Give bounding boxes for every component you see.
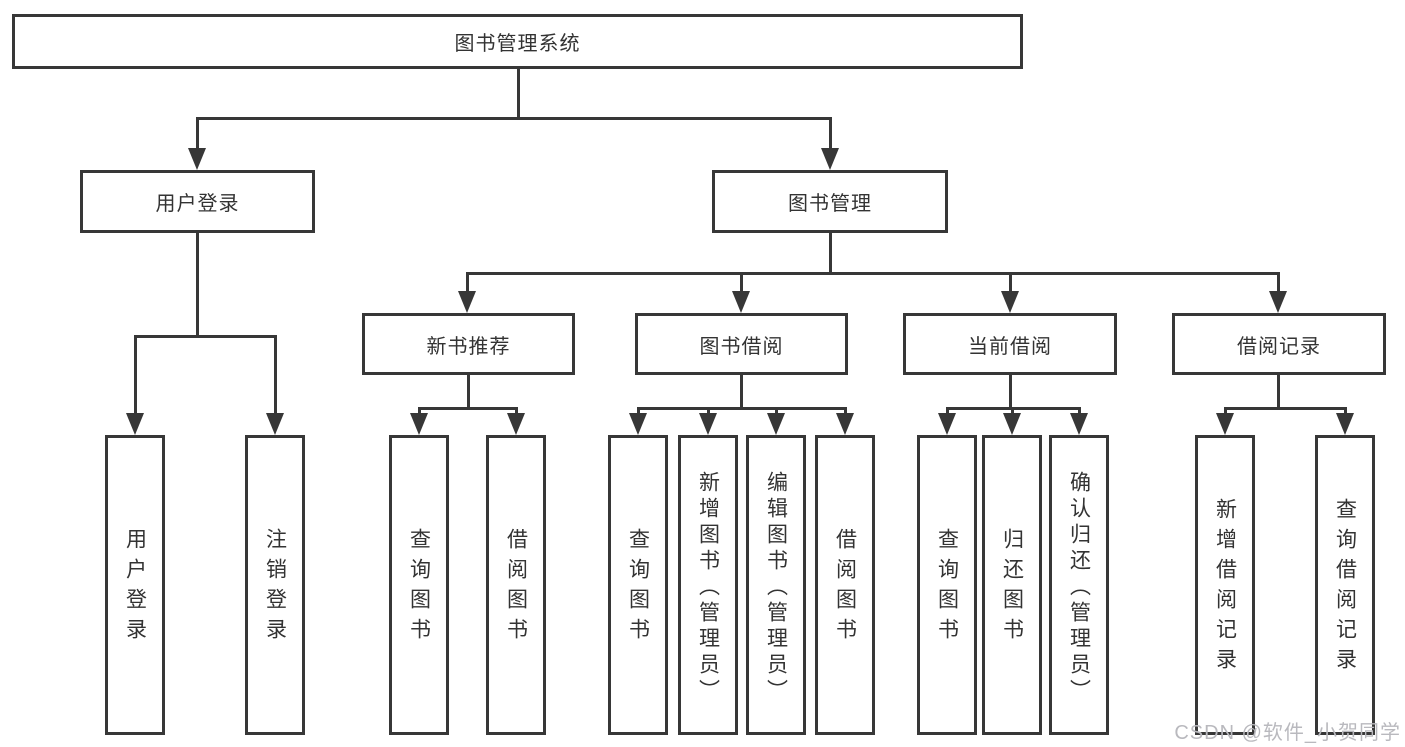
leaf-newbooks-query-books: 查询图书: [389, 435, 449, 735]
leaf-confirm-return-admin-label: 确认归还（管理员）: [1067, 471, 1091, 705]
connector-root-hbar: [196, 117, 832, 120]
connector-bookborrow-leaf3-stem: [775, 407, 778, 417]
leaf-query-borrow-record: 查询借阅记录: [1315, 435, 1375, 735]
connector-new-books-stem: [466, 272, 469, 295]
node-book-management-label: 图书管理: [788, 193, 872, 215]
connector-book-management-stem: [829, 117, 832, 152]
connector-bookborrow-leaf4-stem: [844, 407, 847, 417]
connector-login-hbar: [134, 335, 277, 338]
connector-current-leaf1-stem: [946, 407, 949, 417]
leaf-newbooks-borrow-books-label: 借阅图书: [504, 528, 528, 648]
connector-newbooks-hbar: [418, 407, 518, 410]
node-user-login-label: 用户登录: [155, 193, 240, 215]
connector-bookborrow-leaf2-stem: [707, 407, 710, 417]
leaf-current-query-books: 查询图书: [917, 435, 977, 735]
connector-current-down: [1009, 375, 1012, 407]
node-root-label: 图书管理系统: [454, 33, 581, 55]
connector-current-leaf2-stem: [1011, 407, 1014, 417]
arrowhead-bookborrow-leaf4: [836, 413, 854, 435]
connector-login-down: [196, 233, 199, 335]
node-book-management: 图书管理: [712, 170, 948, 233]
leaf-confirm-return-admin: 确认归还（管理员）: [1049, 435, 1109, 735]
node-borrow-records: 借阅记录: [1172, 313, 1386, 375]
leaf-query-borrow-record-label: 查询借阅记录: [1333, 498, 1357, 678]
connector-mgmt-hbar: [466, 272, 1280, 275]
arrowhead-current-leaf2: [1003, 413, 1021, 435]
arrowhead-book-borrow: [732, 291, 750, 313]
leaf-logout: 注销登录: [245, 435, 305, 735]
arrowhead-bookborrow-leaf1: [629, 413, 647, 435]
arrowhead-records-leaf1: [1216, 413, 1234, 435]
connector-root-stem: [517, 69, 520, 120]
node-root: 图书管理系统: [12, 14, 1023, 69]
node-borrow-records-label: 借阅记录: [1237, 335, 1321, 358]
connector-user-login-stem: [196, 117, 199, 152]
arrowhead-current-leaf3: [1070, 413, 1088, 435]
arrowhead-current-borrow: [1001, 291, 1019, 313]
leaf-current-query-books-label: 查询图书: [935, 528, 959, 648]
node-book-borrow: 图书借阅: [635, 313, 848, 375]
leaf-newbooks-query-books-label: 查询图书: [407, 528, 431, 648]
arrowhead-new-books: [458, 291, 476, 313]
leaf-borrow-query-books-label: 查询图书: [626, 528, 650, 648]
leaf-borrow-borrow-books: 借阅图书: [815, 435, 875, 735]
node-book-borrow-label: 图书借阅: [699, 335, 784, 358]
leaf-return-books: 归还图书: [982, 435, 1042, 735]
arrowhead-leaf-login: [126, 413, 144, 435]
leaf-edit-books-admin-label: 编辑图书（管理员）: [764, 471, 788, 705]
connector-borrow-records-stem: [1277, 272, 1280, 295]
watermark: CSDN @软件_小贺同学: [1174, 722, 1401, 744]
leaf-borrow-query-books: 查询图书: [608, 435, 668, 735]
leaf-add-borrow-record-label: 新增借阅记录: [1213, 498, 1237, 678]
connector-book-borrow-stem: [740, 272, 743, 295]
arrowhead-records-leaf2: [1336, 413, 1354, 435]
leaf-add-books-admin: 新增图书（管理员）: [678, 435, 738, 735]
connector-bookborrow-hbar: [637, 407, 847, 410]
connector-leaf-login-stem: [134, 335, 137, 417]
node-new-books-label: 新书推荐: [426, 335, 511, 358]
leaf-user-login-label: 用户登录: [123, 528, 147, 648]
leaf-logout-label: 注销登录: [263, 528, 287, 648]
node-user-login: 用户登录: [80, 170, 315, 233]
connector-leaf-logout-stem: [274, 335, 277, 417]
connector-mgmt-down: [829, 233, 832, 272]
connector-bookborrow-leaf1-stem: [637, 407, 640, 417]
arrowhead-current-leaf1: [938, 413, 956, 435]
connector-current-leaf3-stem: [1078, 407, 1081, 417]
leaf-add-books-admin-label: 新增图书（管理员）: [696, 471, 720, 705]
leaf-return-books-label: 归还图书: [1000, 528, 1024, 648]
connector-current-borrow-stem: [1009, 272, 1012, 295]
leaf-add-borrow-record: 新增借阅记录: [1195, 435, 1255, 735]
connector-records-leaf1-stem: [1224, 407, 1227, 417]
arrowhead-newbooks-leaf2: [507, 413, 525, 435]
connector-records-hbar: [1224, 407, 1347, 410]
leaf-borrow-borrow-books-label: 借阅图书: [833, 528, 857, 648]
connector-newbooks-down: [467, 375, 470, 407]
arrowhead-bookborrow-leaf2: [699, 413, 717, 435]
connector-newbooks-leaf2-stem: [515, 407, 518, 417]
arrowhead-borrow-records: [1269, 291, 1287, 313]
connector-records-down: [1277, 375, 1280, 407]
arrowhead-leaf-logout: [266, 413, 284, 435]
connector-newbooks-leaf1-stem: [418, 407, 421, 417]
arrowhead-book-management: [821, 148, 839, 170]
node-current-borrow-label: 当前借阅: [968, 335, 1052, 358]
arrowhead-newbooks-leaf1: [410, 413, 428, 435]
arrowhead-bookborrow-leaf3: [767, 413, 785, 435]
connector-records-leaf2-stem: [1344, 407, 1347, 417]
node-new-books: 新书推荐: [362, 313, 575, 375]
leaf-user-login: 用户登录: [105, 435, 165, 735]
connector-bookborrow-down: [740, 375, 743, 407]
leaf-edit-books-admin: 编辑图书（管理员）: [746, 435, 806, 735]
leaf-newbooks-borrow-books: 借阅图书: [486, 435, 546, 735]
arrowhead-user-login: [188, 148, 206, 170]
node-current-borrow: 当前借阅: [903, 313, 1117, 375]
